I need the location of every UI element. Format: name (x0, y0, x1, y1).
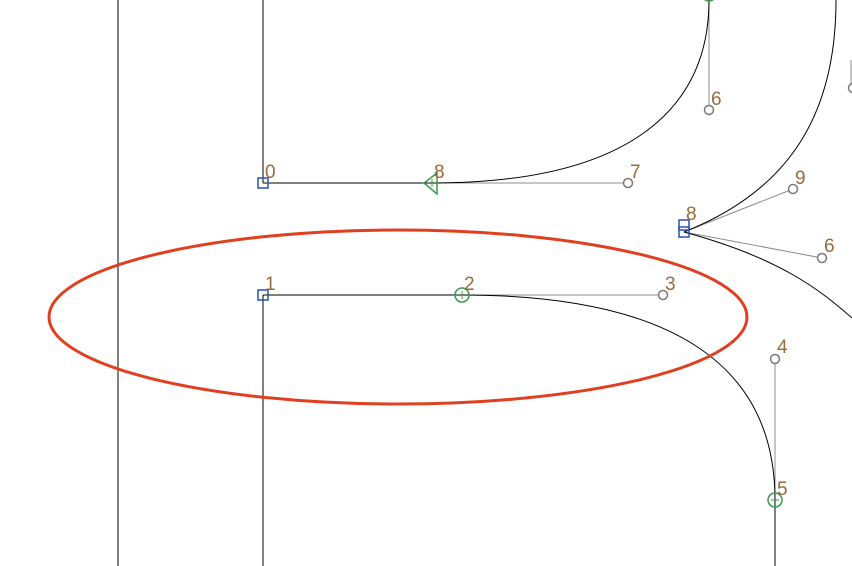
outline-curve-8-top (431, 0, 710, 184)
handle-line-8-9 (683, 188, 794, 233)
glyph-outline (263, 0, 852, 566)
point-label-0: 0 (265, 162, 276, 183)
point-label-2: 2 (464, 274, 475, 295)
handle-line-8-6 (683, 231, 823, 259)
smooth-point-5[interactable] (767, 492, 783, 508)
outline-curve-2-5 (461, 294, 776, 501)
point-label-6-right: 6 (824, 236, 835, 257)
smooth-point-top[interactable] (702, 0, 716, 2)
point-label-4: 4 (777, 337, 788, 358)
point-label-8-right: 8 (686, 204, 697, 225)
outline-curve-8-6-down (683, 231, 852, 319)
point-label-3: 3 (665, 274, 676, 295)
point-label-8-top: 8 (434, 162, 445, 183)
corner-point-8-right[interactable] (678, 219, 690, 231)
offcurve-point-7[interactable] (622, 177, 634, 189)
highlight-ellipse (47, 228, 749, 406)
points (257, 0, 852, 508)
offcurve-point-6-top[interactable] (703, 104, 715, 116)
outline-curve-8-9-up (683, 0, 837, 233)
point-label-9: 9 (795, 168, 806, 189)
smooth-point-2[interactable] (454, 287, 470, 303)
tangent-point-8[interactable] (422, 171, 438, 196)
offcurve-point-4[interactable] (769, 353, 781, 365)
offcurve-point-6-right[interactable] (816, 252, 828, 264)
corner-point-8-right-b (678, 226, 690, 238)
corner-point-1[interactable] (257, 289, 269, 301)
corner-point-0[interactable] (257, 177, 269, 189)
point-label-6-top: 6 (711, 89, 722, 110)
offcurve-point-9[interactable] (787, 183, 799, 195)
point-labels: 0 8 7 6 9 8 6 1 2 3 4 5 (265, 89, 835, 500)
point-label-7: 7 (630, 162, 641, 183)
handle-lines (432, 0, 852, 500)
offcurve-point-3[interactable] (657, 289, 669, 301)
point-label-1: 1 (265, 274, 276, 295)
offcurve-point-edge[interactable] (847, 82, 852, 94)
point-label-5: 5 (777, 479, 788, 500)
